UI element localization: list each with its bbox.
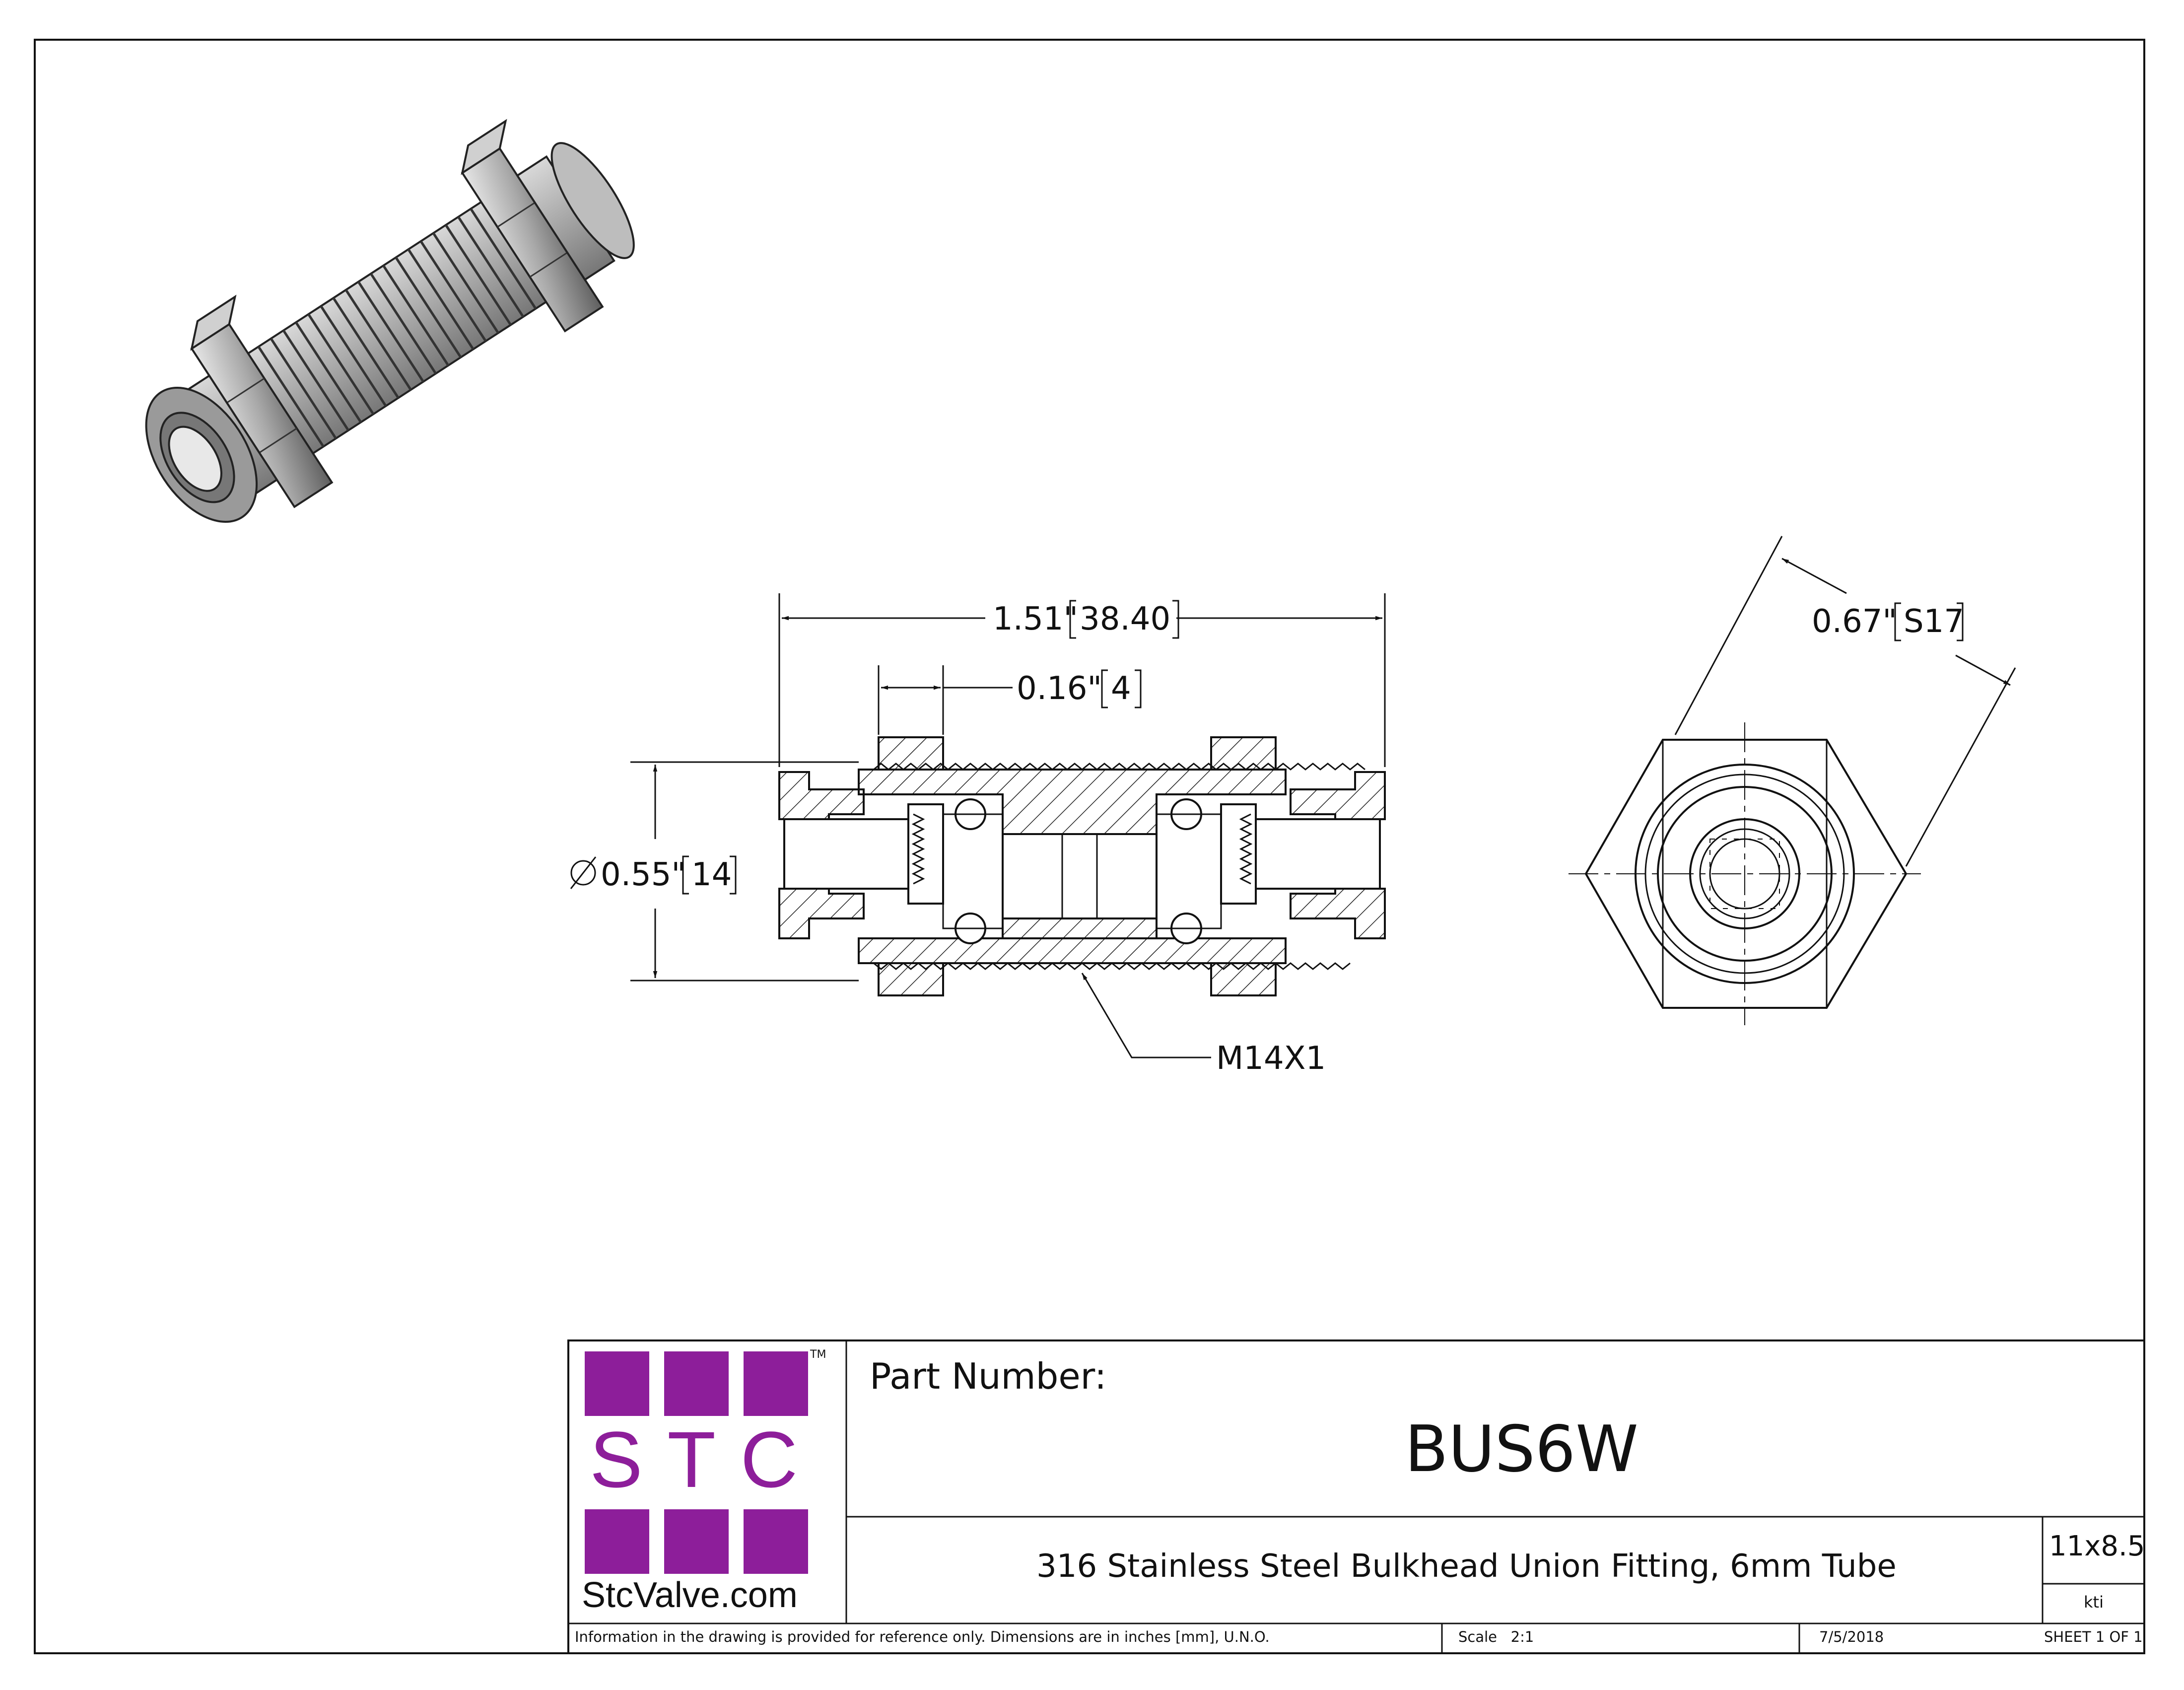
nut-width-text: 0.16" — [1017, 670, 1102, 707]
diameter-text: 0.55" — [601, 856, 686, 893]
logo-square — [744, 1351, 808, 1416]
disclaimer: Information in the drawing is provided f… — [575, 1628, 1270, 1645]
part-number-label: Part Number: — [870, 1355, 1107, 1397]
isometric-view — [145, 119, 635, 523]
section-view — [778, 736, 1386, 996]
section-dimensions — [630, 593, 1386, 1058]
right-nut-bottom — [1210, 962, 1277, 996]
end-view — [1569, 722, 1921, 1025]
body-lower-section — [858, 937, 1287, 964]
sheet-number: SHEET 1 OF 1 — [2044, 1628, 2143, 1645]
logo-letters: S T C — [590, 1415, 800, 1504]
left-nut-top — [878, 736, 944, 771]
left-nut-bottom — [878, 962, 944, 996]
left-collar-bottom — [778, 888, 865, 939]
dimension-nut-width: 0.16" 4 — [1017, 669, 1142, 708]
dimension-overall-length: 1.51" 38.40 — [993, 600, 1179, 639]
diameter-mm: 14 — [691, 856, 732, 893]
hex-size-mm: S17 — [1904, 603, 1964, 640]
sheet-size: 11x8.5 — [2049, 1530, 2145, 1562]
dimension-diameter: 0.55" 14 — [570, 855, 737, 895]
drawn-by: kti — [2084, 1593, 2104, 1612]
thread-callout: M14X1 — [1216, 1040, 1326, 1077]
logo-square — [664, 1351, 729, 1416]
left-collar-top — [778, 771, 865, 820]
logo-square — [585, 1509, 649, 1574]
logo-square — [744, 1509, 808, 1574]
logo-square — [664, 1509, 729, 1574]
hex-size-text: 0.67" — [1812, 603, 1897, 640]
title-block-frame — [567, 1339, 2145, 1654]
right-nut-top — [1210, 736, 1277, 771]
hex-dimension-lines — [1674, 536, 2016, 867]
right-collar-top — [1290, 771, 1386, 820]
logo-square — [585, 1351, 649, 1416]
overall-length-text: 1.51" — [993, 601, 1078, 637]
scale: Scale 2:1 — [1458, 1628, 1534, 1645]
dimension-hex-size: 0.67" S17 — [1812, 602, 1964, 641]
date: 7/5/2018 — [1819, 1628, 1884, 1645]
logo-url[interactable]: StcValve.com — [582, 1575, 798, 1615]
overall-length-mm: 38.40 — [1080, 601, 1170, 637]
part-description: 316 Stainless Steel Bulkhead Union Fitti… — [1036, 1548, 1897, 1585]
right-collar-bottom — [1290, 888, 1386, 939]
logo-trademark: TM — [810, 1348, 826, 1361]
part-number: BUS6W — [1405, 1412, 1638, 1486]
nut-width-mm: 4 — [1111, 670, 1131, 707]
